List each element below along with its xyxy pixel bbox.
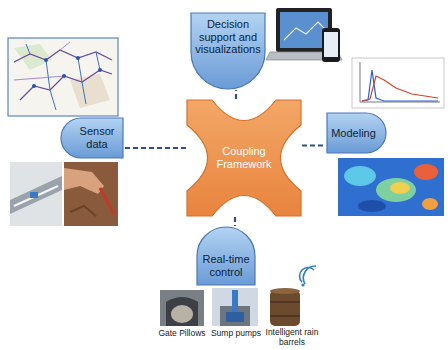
photo-caption: Sump pumps [211, 328, 261, 338]
dashed-connector [124, 147, 186, 149]
phone [322, 28, 340, 62]
map-node [44, 58, 48, 62]
sump-pump [226, 312, 244, 322]
map-node [98, 68, 102, 72]
node-label: Sensor data [74, 125, 120, 150]
heatmap-frame [338, 158, 444, 216]
screen-content [280, 12, 328, 48]
soil-probe [100, 188, 114, 214]
photo-caption: Intelligent rain barrels [265, 327, 319, 347]
map-region [14, 44, 52, 70]
photo-caption: Gate Pillows [158, 328, 205, 338]
dashed-connector [235, 90, 237, 99]
map-network [14, 42, 70, 80]
chart-axes [360, 62, 440, 102]
tab-fill [327, 113, 386, 153]
gutter-photo [10, 162, 62, 226]
map-region [70, 74, 110, 108]
dashed-connector [234, 217, 236, 226]
hub-fill [187, 100, 301, 216]
tab-fill [197, 227, 255, 285]
chart-curve [362, 70, 438, 101]
barrel-hoops [270, 302, 300, 316]
tab-fill [61, 118, 123, 158]
soil-texture [70, 206, 96, 216]
heat-patch [344, 166, 376, 186]
heat-patch [390, 182, 410, 194]
category-tab: Modeling [326, 112, 387, 154]
category-tab: Decision support and visualizations [190, 12, 266, 90]
heat-patch [358, 200, 386, 212]
soil-photo [64, 162, 118, 226]
gutter [10, 176, 62, 214]
gate-pillow [171, 305, 193, 323]
node-label: Modeling [331, 127, 376, 140]
gutter-edge [14, 186, 58, 206]
dashed-connector [302, 144, 326, 146]
model-chart [352, 58, 444, 108]
hub-shape: Coupling Framework [186, 99, 302, 217]
heat-patch [376, 178, 416, 202]
map-network [20, 70, 112, 100]
model-heatmap [338, 158, 444, 216]
sensor-photos [10, 162, 118, 226]
map-frame [8, 38, 118, 116]
map-node [32, 84, 36, 88]
node-label: Coupling Framework [214, 145, 274, 170]
sensor-map [8, 38, 118, 116]
hand [64, 168, 104, 194]
category-tab: Real-time control [196, 226, 256, 286]
water-sensor [30, 192, 38, 198]
screen-graphic [284, 22, 326, 40]
barrel-top [270, 288, 300, 294]
sump-pump-photo [212, 288, 258, 326]
map-node [76, 56, 80, 60]
wifi-dot [301, 283, 304, 286]
tab-fill [191, 13, 265, 89]
map-node [62, 74, 66, 78]
node-label: Real-time control [199, 253, 253, 278]
category-tab: Sensor data [60, 117, 124, 159]
map-network [26, 44, 100, 110]
wifi-icon [300, 266, 316, 284]
chart-curve [362, 76, 438, 101]
chart-frame [352, 58, 444, 108]
node-label: Decision support and visualizations [194, 18, 262, 56]
heat-patch [422, 198, 438, 210]
rain-barrel [270, 290, 300, 326]
heat-patch [414, 164, 438, 180]
gate-pillow-photo [160, 290, 204, 326]
gate-opening [166, 297, 198, 326]
laptop-phone [266, 8, 342, 62]
phone-screen [324, 32, 338, 57]
